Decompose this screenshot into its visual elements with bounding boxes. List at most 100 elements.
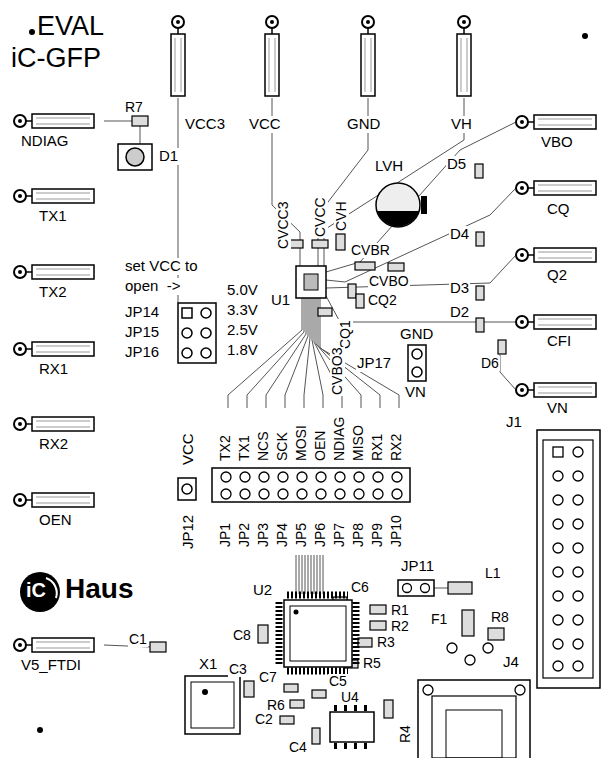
box-header bbox=[543, 440, 593, 678]
silkscreen-label: CFI bbox=[546, 333, 572, 350]
capacitor-symbol bbox=[284, 684, 298, 692]
silkscreen-label: L1 bbox=[484, 566, 502, 581]
connector-pin bbox=[423, 685, 433, 695]
pin1-mark bbox=[202, 689, 208, 695]
ic-symbol bbox=[284, 600, 352, 667]
silkscreen-label: R2 bbox=[390, 619, 410, 634]
silkscreen-label: GND bbox=[399, 326, 434, 343]
silkscreen-label: J1 bbox=[505, 414, 523, 431]
trace bbox=[316, 298, 361, 408]
crystal-symbol bbox=[185, 676, 240, 734]
trace bbox=[434, 588, 448, 589]
ic-symbol bbox=[330, 712, 374, 742]
silkscreen-label: MOSI bbox=[294, 424, 309, 462]
capacitor-symbol bbox=[388, 263, 404, 271]
test-pad bbox=[14, 493, 94, 507]
ic-pin bbox=[287, 592, 348, 599]
silkscreen-label: JP9 bbox=[370, 522, 385, 548]
test-pad bbox=[14, 342, 94, 356]
silkscreen-label: NDIAG bbox=[332, 416, 347, 462]
header-pin bbox=[221, 472, 402, 499]
header-pins bbox=[182, 308, 211, 358]
header-pin bbox=[201, 308, 211, 318]
diode-symbol bbox=[476, 318, 484, 332]
silkscreen-label: C8 bbox=[232, 628, 252, 643]
fiducial bbox=[37, 727, 43, 733]
silkscreen-label: JP10 bbox=[389, 514, 404, 548]
trace bbox=[296, 555, 323, 594]
led-symbol bbox=[126, 148, 144, 166]
silkscreen-label: VCC bbox=[248, 116, 282, 133]
pin-header bbox=[408, 345, 426, 381]
connector-pin bbox=[447, 643, 457, 653]
test-pad bbox=[516, 115, 596, 129]
silkscreen-label: TX2 bbox=[38, 284, 68, 301]
capacitor-polarity bbox=[377, 211, 419, 226]
fiducial bbox=[29, 29, 35, 35]
silkscreen-label: 5.0V bbox=[226, 282, 259, 299]
diode-symbol bbox=[476, 232, 484, 246]
silkscreen-label: JP6 bbox=[313, 522, 328, 548]
logo-mark bbox=[46, 578, 57, 598]
silkscreen-label: VCC bbox=[180, 432, 197, 466]
header-pin bbox=[182, 308, 192, 318]
pin1-mark bbox=[294, 610, 299, 615]
header-pin bbox=[182, 484, 192, 494]
trace bbox=[304, 298, 310, 408]
logo-text: Haus bbox=[64, 574, 134, 605]
ic-pin bbox=[353, 602, 360, 664]
resistor-symbol bbox=[384, 700, 393, 718]
silkscreen-label: TX1 bbox=[237, 434, 252, 462]
silkscreen-label: SCK bbox=[275, 431, 290, 462]
silkscreen-label: R4 bbox=[398, 724, 413, 744]
silkscreen-label: R8 bbox=[490, 610, 510, 625]
silkscreen-label: VN bbox=[546, 400, 569, 417]
silkscreen-label: J4 bbox=[502, 654, 520, 671]
test-pad bbox=[516, 383, 596, 397]
trace bbox=[326, 255, 516, 288]
silkscreen-label: RX1 bbox=[370, 433, 385, 462]
silkscreen-label: JP16 bbox=[124, 344, 160, 361]
capacitor-polarity bbox=[421, 196, 427, 214]
silkscreen-label: CVH bbox=[334, 200, 349, 232]
silkscreen-label: RX2 bbox=[389, 433, 404, 462]
header-pin bbox=[412, 349, 422, 359]
silkscreen-label: JP3 bbox=[256, 522, 271, 548]
header-pin bbox=[421, 584, 430, 593]
connector-pin bbox=[483, 643, 493, 653]
test-pad bbox=[457, 16, 471, 96]
board-title: iC-GFP bbox=[10, 44, 102, 74]
silkscreen-label: set VCC to bbox=[124, 258, 199, 275]
header-pin bbox=[182, 348, 192, 358]
silkscreen-label: R3 bbox=[376, 635, 396, 650]
usb-connector bbox=[432, 696, 516, 758]
test-pad bbox=[516, 181, 596, 195]
silkscreen-label: C6 bbox=[350, 580, 370, 595]
usb-connector bbox=[418, 680, 530, 758]
crystal-symbol bbox=[191, 682, 234, 728]
silkscreen-label: NDIAG bbox=[20, 133, 70, 150]
capacitor-symbol bbox=[280, 716, 294, 724]
test-pad bbox=[14, 265, 94, 279]
silkscreen-label: CQ bbox=[546, 201, 571, 218]
diode-symbol bbox=[476, 286, 484, 300]
silkscreen-label: JP4 bbox=[275, 522, 290, 548]
header-pins bbox=[221, 472, 402, 499]
silkscreen-label: D2 bbox=[449, 304, 470, 321]
silkscreen-label: JP12 bbox=[180, 514, 197, 550]
capacitor-symbol bbox=[312, 690, 326, 698]
silkscreen-label: LVH bbox=[374, 158, 404, 175]
silkscreen-label: CQ1 bbox=[338, 319, 353, 350]
capacitor-symbol bbox=[150, 642, 166, 652]
capacitor-symbol bbox=[258, 625, 268, 643]
test-pad bbox=[265, 16, 279, 96]
silkscreen-label: JP14 bbox=[124, 304, 160, 321]
silkscreen-label: VN bbox=[404, 384, 427, 401]
ic-symbol bbox=[296, 266, 326, 298]
trace bbox=[104, 121, 132, 122]
silkscreen-label: NCS bbox=[256, 430, 271, 462]
silkscreen-label: D1 bbox=[158, 148, 179, 165]
header-pin bbox=[403, 584, 412, 593]
